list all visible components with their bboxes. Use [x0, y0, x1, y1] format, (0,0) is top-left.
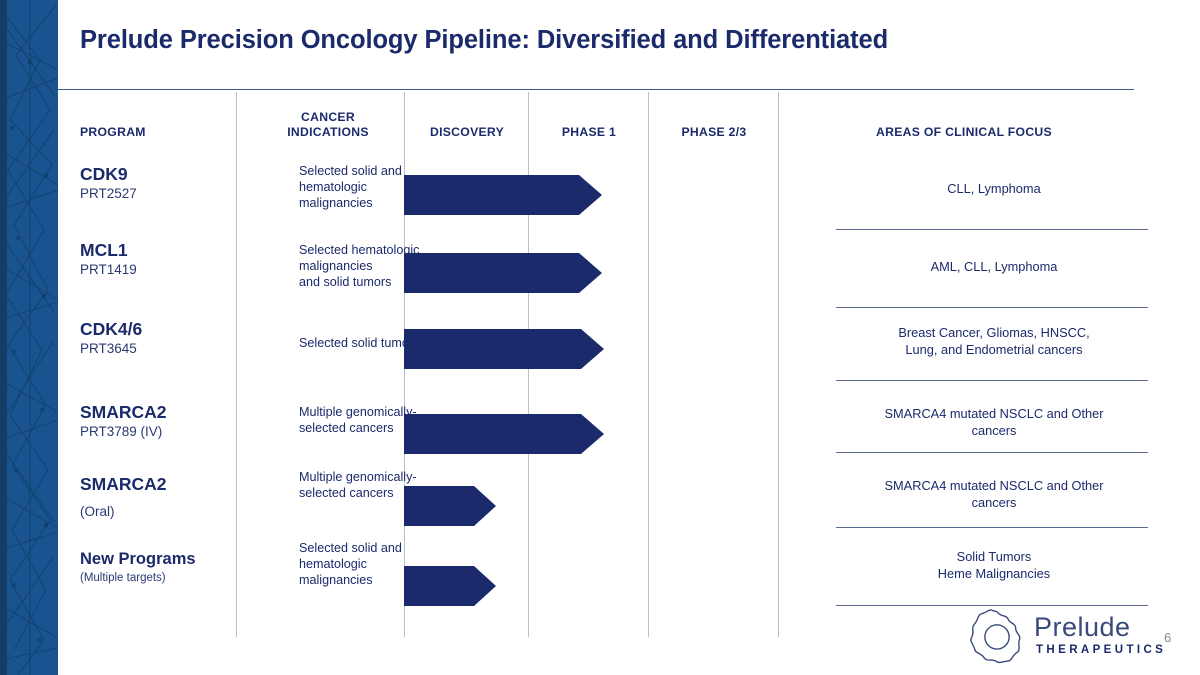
- divider-program-indications: [236, 92, 237, 637]
- column-header-phase23: PHASE 2/3: [681, 125, 747, 139]
- program-name: New Programs: [80, 550, 196, 568]
- progress-arrow: [404, 414, 606, 454]
- band-edge-stripe: [0, 0, 7, 675]
- program-code: PRT2527: [80, 186, 137, 201]
- row-separator: [836, 380, 1148, 382]
- progress-arrow: [404, 329, 606, 369]
- progress-arrow: [404, 253, 604, 293]
- network-nodes: [9, 59, 49, 643]
- column-header-cancer-line1: CANCER: [301, 110, 355, 124]
- logo-wordmark: Prelude: [1034, 612, 1131, 642]
- program-code: PRT3645: [80, 341, 137, 356]
- program-name: SMARCA2: [80, 402, 167, 422]
- title-divider: [58, 89, 1134, 90]
- progress-arrow: [404, 175, 604, 215]
- program-name: CDK9: [80, 164, 128, 184]
- column-header-program: PROGRAM: [80, 125, 146, 139]
- divider-phase23-focus: [778, 92, 779, 637]
- program-cell: CDK9 PRT2527: [80, 164, 255, 202]
- focus-cell: CLL, Lymphoma: [947, 181, 1041, 196]
- column-header-cancer-indications: CANCER INDICATIONS: [258, 110, 398, 140]
- focus-cell: SMARCA4 mutated NSCLC and Other cancers: [884, 406, 1104, 438]
- program-code: PRT3789 (IV): [80, 424, 163, 439]
- page-number: 6: [1164, 630, 1172, 645]
- divider-phase1-phase23: [648, 92, 649, 637]
- column-header-cancer-line2: INDICATIONS: [287, 125, 369, 139]
- decorative-left-band: [0, 0, 58, 675]
- page-title: Prelude Precision Oncology Pipeline: Div…: [80, 26, 889, 54]
- indication-cell: Multiple genomically- selected cancers: [299, 470, 417, 501]
- program-cell: SMARCA2 PRT3789 (IV): [80, 402, 255, 440]
- indication-cell: Selected solid and hematologic malignanc…: [299, 164, 402, 211]
- progress-arrow: [404, 566, 498, 606]
- column-header-discovery: DISCOVERY: [429, 125, 505, 139]
- focus-cell: Breast Cancer, Gliomas, HNSCC, Lung, and…: [898, 325, 1090, 357]
- program-code: (Oral): [80, 504, 115, 519]
- program-name: MCL1: [80, 240, 128, 260]
- program-cell: MCL1 PRT1419: [80, 240, 255, 278]
- focus-cell: AML, CLL, Lymphoma: [930, 259, 1058, 274]
- row-separator: [836, 452, 1148, 454]
- program-name: SMARCA2: [80, 474, 167, 494]
- program-code: (Multiple targets): [80, 572, 166, 584]
- logo-subtitle: THERAPEUTICS: [1036, 644, 1167, 656]
- indication-cell: Selected hematologic malignancies and so…: [299, 243, 420, 290]
- pipeline-table: PROGRAM CANCER INDICATIONS DISCOVERY PHA…: [58, 92, 1200, 637]
- program-code: PRT1419: [80, 262, 137, 277]
- progress-arrow: [404, 486, 498, 526]
- slide-canvas: Prelude Precision Oncology Pipeline: Div…: [58, 0, 1200, 675]
- program-cell: CDK4/6 PRT3645: [80, 319, 255, 357]
- row-separator: [836, 605, 1148, 607]
- row-separator: [836, 307, 1148, 309]
- network-pattern-graphic: [0, 0, 58, 675]
- starburst-logo-icon: [970, 609, 1021, 664]
- prelude-logo: Prelude THERAPEUTICS: [968, 608, 1163, 664]
- indication-cell: Multiple genomically- selected cancers: [299, 405, 417, 436]
- column-header-areas-of-clinical-focus: AREAS OF CLINICAL FOCUS: [876, 125, 1052, 139]
- column-header-phase1: PHASE 1: [561, 125, 617, 139]
- program-cell: SMARCA2 (Oral): [80, 474, 255, 520]
- focus-cell: SMARCA4 mutated NSCLC and Other cancers: [884, 478, 1104, 510]
- indication-cell: Selected solid and hematologic malignanc…: [299, 541, 402, 588]
- row-separator: [836, 229, 1148, 231]
- focus-cell: Solid Tumors Heme Malignancies: [937, 549, 1051, 581]
- program-cell: New Programs (Multiple targets): [80, 549, 255, 587]
- program-name: CDK4/6: [80, 319, 143, 339]
- row-separator: [836, 527, 1148, 529]
